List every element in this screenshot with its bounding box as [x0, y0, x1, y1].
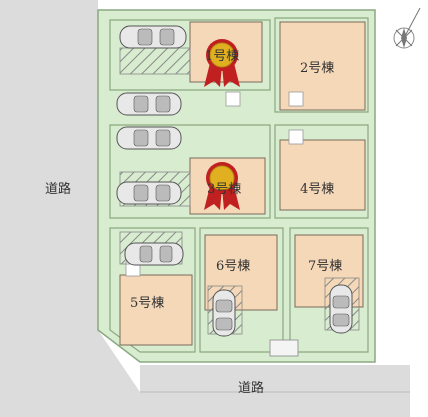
lot-1-label: 1号棟 [205, 49, 240, 64]
utility-box [269, 339, 299, 357]
lot-7-label: 7号棟 [308, 259, 343, 274]
compass-icon [393, 7, 421, 49]
lot-5-label: 5号棟 [130, 296, 165, 311]
car-icon [116, 92, 182, 116]
lot-6-label: 6号棟 [216, 259, 251, 274]
sold-badge-icon-1 [204, 39, 240, 87]
car-icon [116, 126, 182, 150]
house-4[interactable] [279, 139, 366, 211]
car-icon [119, 25, 187, 49]
south-road-label: 道路 [238, 381, 265, 396]
west-road [0, 0, 140, 392]
lot-3-label: 3号棟 [207, 182, 242, 197]
car-icon [124, 242, 184, 266]
house-5[interactable] [119, 274, 193, 346]
west-road-label: 道路 [45, 182, 72, 197]
lot-2-label: 2号棟 [300, 61, 335, 76]
sold-badge-icon-3 [204, 162, 240, 210]
lot-4-label: 4号棟 [300, 182, 335, 197]
south-road [0, 365, 410, 417]
car-icon [116, 181, 182, 205]
